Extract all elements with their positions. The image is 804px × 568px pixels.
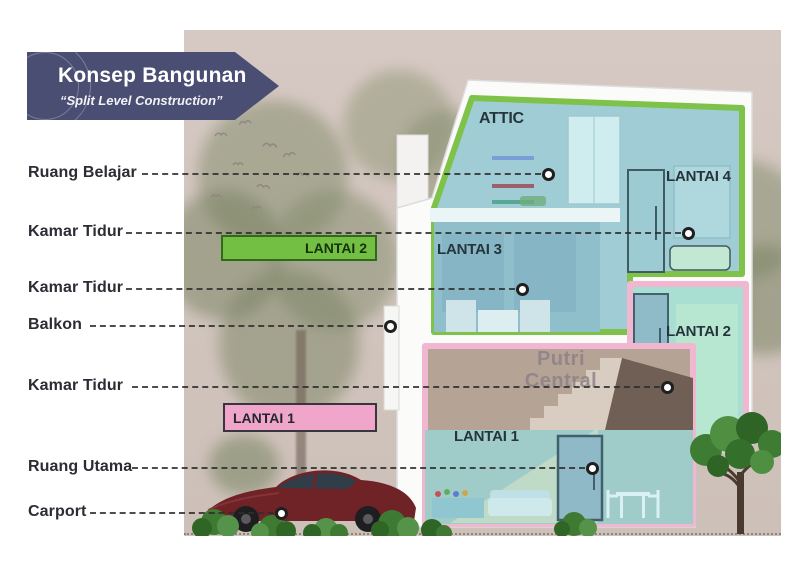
leader-dot: [542, 168, 555, 181]
lantai4-window: [673, 165, 731, 239]
lantai1-pink-zone: [422, 343, 696, 527]
leader-line: [126, 232, 681, 234]
banner-circle-decoration: [27, 52, 91, 120]
building-cross-section: [383, 79, 753, 528]
attic-plant: [520, 196, 546, 206]
bird-icon: [238, 120, 252, 126]
lantai1-sofa: [488, 498, 552, 516]
leader-line: [132, 467, 585, 469]
lantai3-dresser: [446, 300, 476, 332]
attic-shelf: [492, 156, 534, 160]
banner-title: Konsep Bangunan: [58, 64, 247, 87]
lantai3-bed: [478, 310, 518, 332]
bird-icon: [232, 162, 244, 166]
front-tree: [690, 412, 781, 534]
leader-dot: [275, 507, 288, 520]
lantai4-bed: [669, 245, 731, 271]
room-label-lantai4: LANTAI 4: [666, 168, 731, 185]
stair-shadow: [605, 358, 693, 430]
badge-lantai-2: LANTAI 2: [221, 235, 377, 261]
badge-lantai-1: LANTAI 1: [223, 403, 377, 432]
leader-dot: [384, 320, 397, 333]
leader-line: [126, 288, 515, 290]
banner-subtitle: “Split Level Construction”: [60, 93, 223, 108]
label-ruang-belajar: Ruang Belajar: [28, 164, 137, 181]
label-kamar-tidur-2: Kamar Tidur: [28, 279, 124, 296]
bird-icon: [256, 183, 271, 190]
attic-shelf: [492, 200, 534, 204]
lantai1-table: [616, 492, 650, 496]
label-balkon: Balkon: [28, 316, 82, 333]
watermark-line2: Central: [524, 370, 598, 392]
leader-dot: [516, 283, 529, 296]
bush-blob: [209, 435, 279, 495]
lantai1-sofa-back: [490, 490, 550, 500]
car-illustration: [206, 470, 416, 532]
floor-slab: [430, 208, 620, 222]
carport-bushes: [192, 509, 597, 536]
label-ruang-utama: Ruang Utama: [28, 458, 133, 475]
leader-line: [90, 512, 274, 514]
bird-icon: [250, 205, 262, 210]
ground-line: [184, 533, 781, 535]
room-label-lantai3: LANTAI 3: [437, 241, 502, 258]
upper-floors-green-zone: [430, 95, 745, 335]
lantai1-chair: [606, 490, 618, 518]
lantai1-sideboard: [432, 498, 484, 518]
car-windows: [278, 473, 356, 489]
lantai1-chair: [648, 490, 660, 518]
lantai4-door: [627, 169, 665, 273]
leader-dot: [682, 227, 695, 240]
bird-icon: [262, 142, 278, 149]
label-kamar-tidur-3: Kamar Tidur: [28, 377, 124, 394]
room-label-lantai2: LANTAI 2: [666, 323, 731, 340]
staircase-upper: [530, 358, 622, 430]
leader-dot: [661, 381, 674, 394]
leader-line: [90, 325, 383, 327]
watermark-line1: Putri: [536, 348, 586, 370]
lantai3-dresser: [520, 300, 550, 332]
label-carport: Carport: [28, 503, 87, 520]
front-tree-trunk: [737, 472, 744, 534]
bird-icon: [282, 151, 296, 158]
foreground-scene: [192, 412, 781, 536]
attic-shelf: [492, 184, 534, 188]
room-label-attic: ATTIC: [479, 110, 524, 127]
leader-line: [132, 386, 660, 388]
leader-line: [142, 173, 541, 175]
tree-blob: [219, 270, 359, 420]
leader-dot: [586, 462, 599, 475]
title-banner: Konsep Bangunan “Split Level Constructio…: [27, 52, 279, 120]
bird-icon: [214, 132, 228, 137]
bird-icon: [210, 194, 222, 198]
room-label-lantai1: LANTAI 1: [454, 428, 519, 445]
label-kamar-tidur-1: Kamar Tidur: [28, 223, 124, 240]
